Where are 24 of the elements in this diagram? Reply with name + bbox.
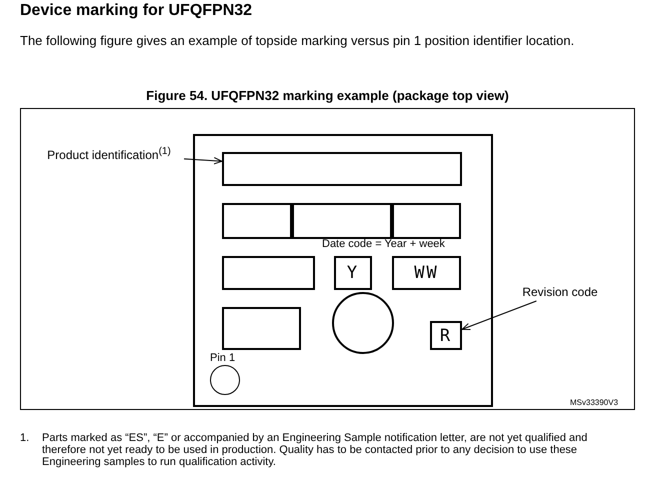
- footnote-number: 1.: [20, 432, 30, 444]
- figure-title: Figure 54. UFQFPN32 marking example (package top view): [145, 88, 510, 103]
- marking-field-box: [392, 203, 461, 239]
- pin1-indicator-circle: [210, 365, 240, 395]
- leader-arrow: [462, 300, 537, 330]
- marking-box: Y: [334, 256, 372, 290]
- marking-field-box: [222, 152, 462, 186]
- paragraph: The following figure gives an example of topside marking versus pin 1 position identifier location.: [20, 32, 576, 50]
- pin-label: Pin 1: [210, 352, 236, 364]
- annotation-text: Revision code: [510, 283, 610, 301]
- section-heading: Device marking for UFQFPN32: [20, 2, 254, 20]
- date-code-label: Date code = Year + week: [322, 238, 446, 250]
- marking-field-box: [222, 203, 292, 239]
- footnote-text: Parts marked as “ES”, “E” or accompanied by an Engineering Sample notification letter, are not yet qualified and therefore not yet ready to be used in production. Quality has to be contacted prior to any decision to use these Engineering samples to run qualification activity.: [42, 432, 588, 468]
- annotation-text: Product identification$^{(1)}$: [34, 145, 184, 163]
- package-outline: [193, 134, 493, 407]
- marking-box: R: [430, 321, 462, 350]
- circle-mark: [332, 292, 394, 354]
- figure-id: MSv33390V3: [570, 398, 620, 407]
- marking-field-box: [222, 256, 315, 290]
- marking-field-box: [292, 203, 392, 239]
- leader-arrow: [184, 157, 222, 164]
- marking-field-box: [222, 307, 301, 350]
- marking-box: WW: [392, 256, 461, 290]
